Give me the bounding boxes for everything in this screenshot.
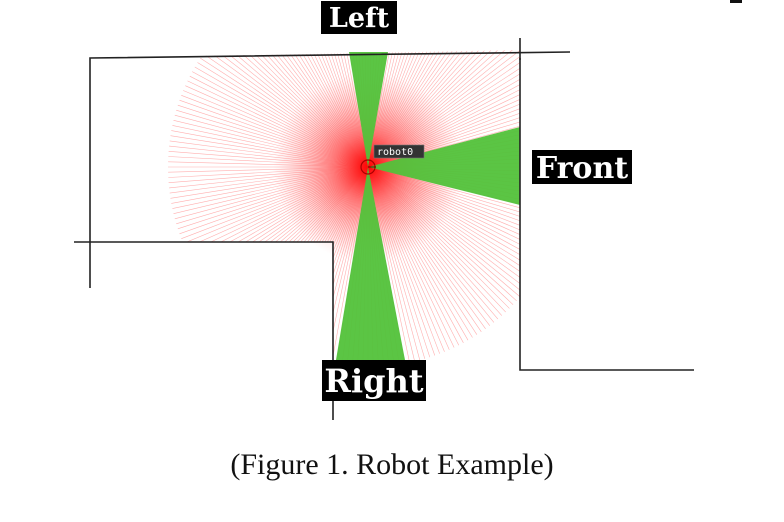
right-sensor-cone (336, 167, 405, 360)
robot-tag: robot0 (377, 147, 413, 158)
wall-right (519, 58, 694, 371)
front-sensor-cone (368, 127, 520, 205)
right-label: Right (324, 362, 423, 400)
cropped-glyph (730, 0, 742, 3)
left-label-box (321, 1, 397, 34)
figure-caption: (Figure 1. Robot Example) (230, 448, 554, 481)
left-label: Left (329, 3, 390, 34)
left-sensor-cone (349, 52, 388, 167)
robot-tag-box (373, 144, 425, 159)
wall-inner-corner (74, 241, 334, 420)
front-label: Front (536, 151, 628, 186)
right-label-box (322, 360, 426, 401)
front-label-box (532, 150, 632, 184)
wall-top-left (89, 51, 571, 288)
